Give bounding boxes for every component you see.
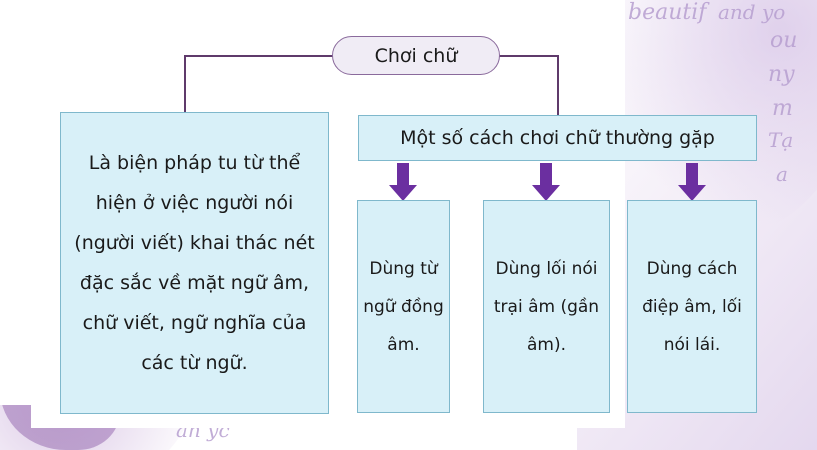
- node-child-1[interactable]: Dùng từ ngữ đồng âm.: [357, 200, 450, 413]
- node-child-3[interactable]: Dùng cách điệp âm, lối nói lái.: [627, 200, 757, 413]
- background-text: a: [776, 162, 788, 186]
- background-text: ny: [768, 62, 795, 87]
- background-text: beautif: [628, 0, 707, 25]
- background-text: m: [772, 96, 793, 121]
- node-child-2[interactable]: Dùng lối nói trại âm (gần âm).: [483, 200, 610, 413]
- node-branch-header-label: Một số cách chơi chữ thường gặp: [400, 127, 715, 149]
- node-definition-label: Là biện pháp tu từ thể hiện ở việc người…: [74, 152, 315, 374]
- node-child-3-label: Dùng cách điệp âm, lối nói lái.: [642, 258, 742, 355]
- node-root-label: Chơi chữ: [374, 44, 458, 67]
- background-text: ou: [770, 28, 798, 53]
- background-text: and yo: [718, 0, 786, 24]
- node-child-2-label: Dùng lối nói trại âm (gần âm).: [493, 258, 600, 355]
- node-branch-header[interactable]: Một số cách chơi chữ thường gặp: [358, 115, 757, 161]
- background-text: Tạ: [768, 128, 794, 152]
- node-child-1-label: Dùng từ ngữ đồng âm.: [363, 258, 444, 355]
- node-root[interactable]: Chơi chữ: [332, 36, 500, 75]
- node-definition[interactable]: Là biện pháp tu từ thể hiện ở việc người…: [60, 112, 329, 414]
